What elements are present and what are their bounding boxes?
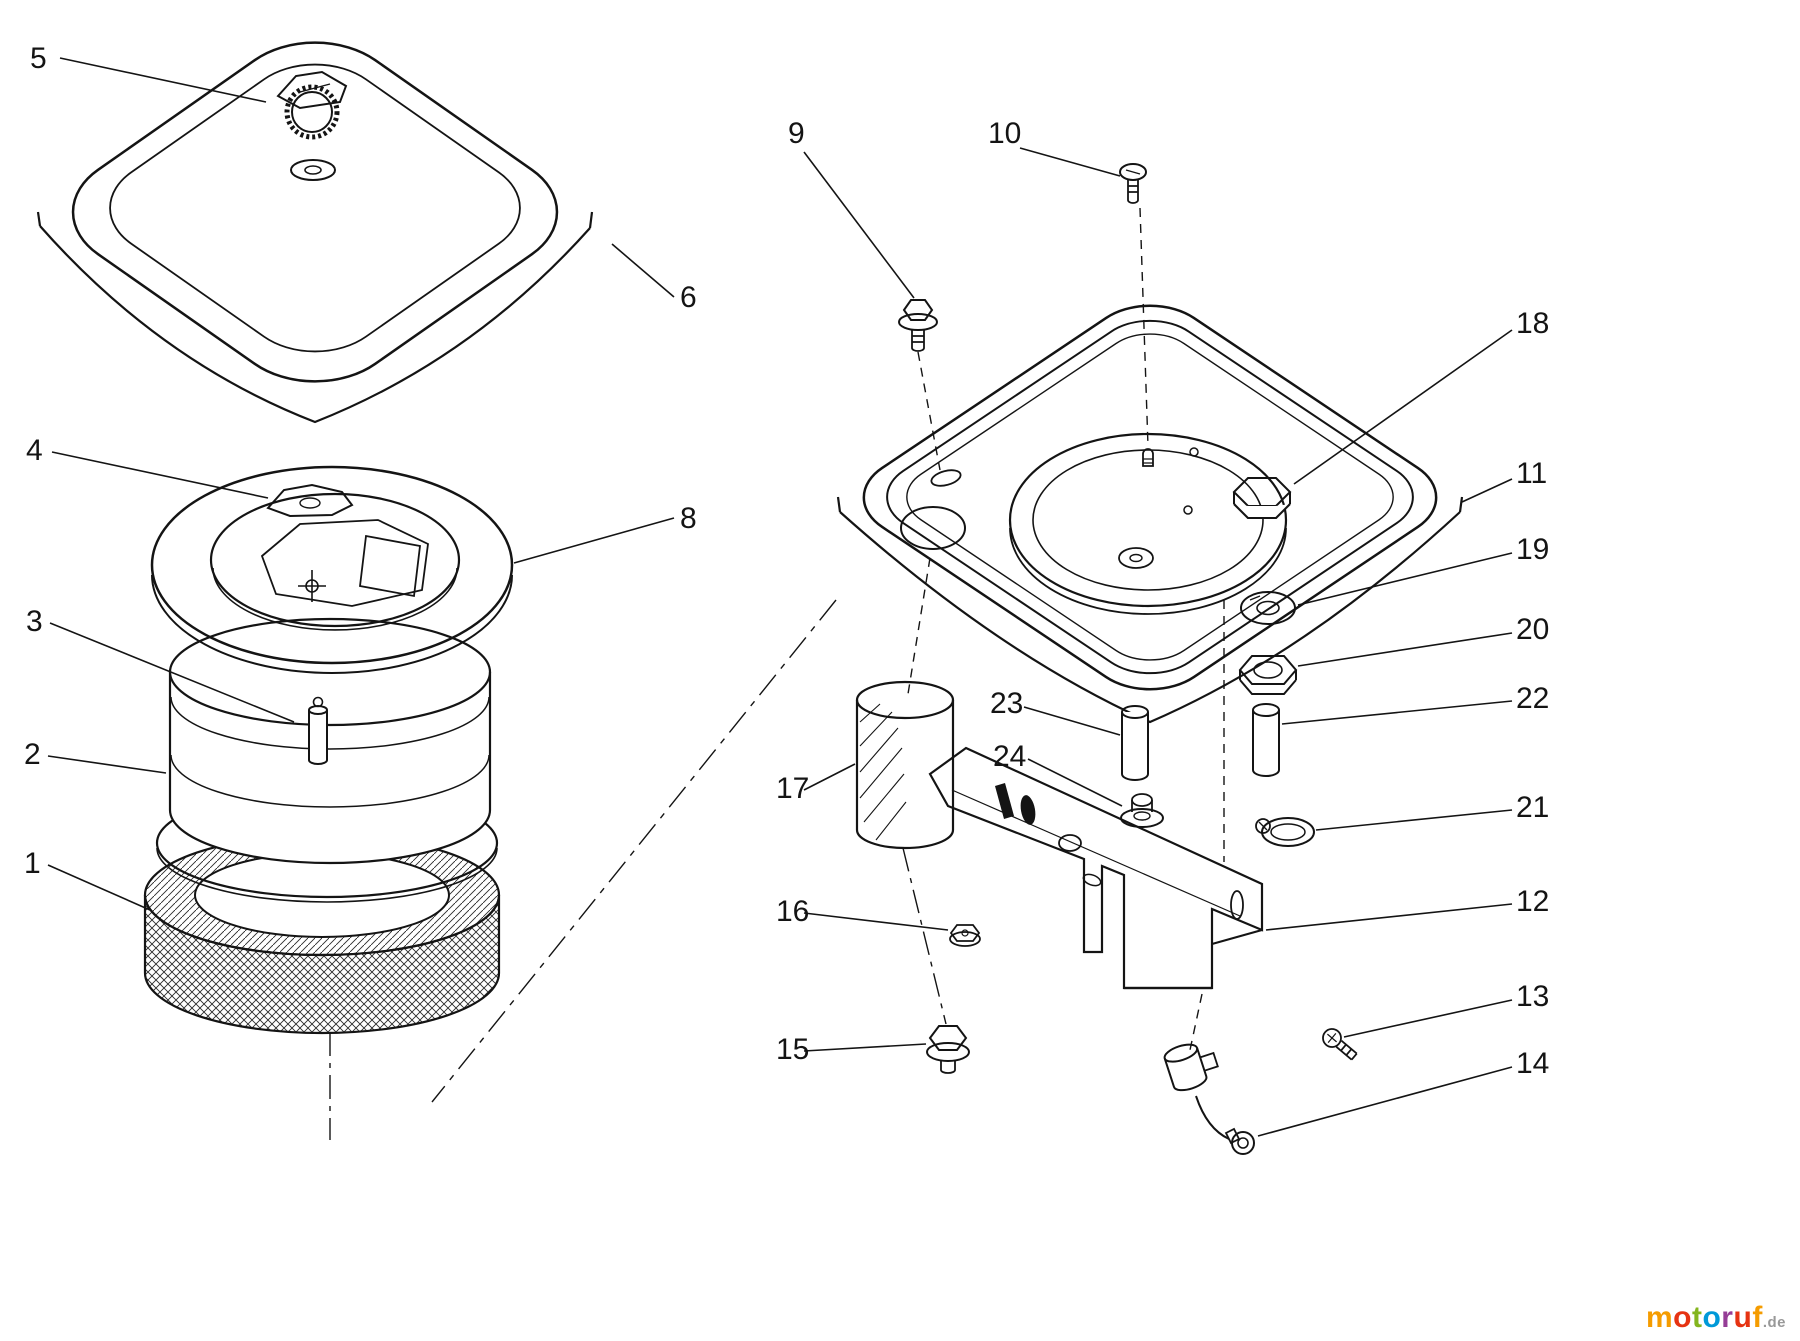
mounting-bracket-12 bbox=[928, 746, 1264, 990]
callout-13: 13 bbox=[1516, 980, 1549, 1013]
callout-8: 8 bbox=[680, 502, 697, 535]
callout-19: 19 bbox=[1516, 533, 1549, 566]
callout-17: 17 bbox=[776, 772, 809, 805]
foam-sleeve-17 bbox=[855, 680, 955, 850]
bolt-15 bbox=[926, 1025, 970, 1074]
callout-10: 10 bbox=[988, 117, 1021, 150]
threaded-stud bbox=[1142, 448, 1154, 467]
retainer-pin bbox=[308, 696, 328, 765]
foam-element bbox=[168, 617, 492, 865]
callout-22: 22 bbox=[1516, 682, 1549, 715]
watermark-letter: o bbox=[1702, 1301, 1722, 1334]
interlock-connector bbox=[1163, 1043, 1230, 1140]
cover-knob bbox=[276, 70, 348, 140]
callout-16: 16 bbox=[776, 895, 809, 928]
watermark-suffix: .de bbox=[1762, 1314, 1786, 1331]
nut-16 bbox=[949, 924, 981, 947]
watermark-letter: f bbox=[1752, 1301, 1763, 1334]
callout-14: 14 bbox=[1516, 1047, 1549, 1080]
ring-terminal-14 bbox=[1224, 1127, 1255, 1155]
filter-cover-ring bbox=[150, 465, 514, 674]
tube-22 bbox=[1252, 703, 1280, 777]
callout-labels: 5 6 4 3 2 1 8 9 10 18 11 19 20 22 23 24 … bbox=[24, 42, 1549, 1080]
callout-20: 20 bbox=[1516, 613, 1549, 646]
knob-washer bbox=[290, 159, 336, 181]
callout-11: 11 bbox=[1516, 457, 1547, 490]
callout-24: 24 bbox=[993, 740, 1026, 773]
callout-12: 12 bbox=[1516, 885, 1549, 918]
callout-3: 3 bbox=[26, 605, 43, 638]
callout-21: 21 bbox=[1516, 791, 1549, 824]
wing-nut bbox=[266, 483, 354, 518]
callout-1: 1 bbox=[24, 847, 41, 880]
leader-lines bbox=[47, 57, 1513, 1137]
screen-element bbox=[143, 833, 501, 1035]
callout-4: 4 bbox=[26, 434, 43, 467]
watermark-letter: m bbox=[1645, 1301, 1674, 1334]
callout-5: 5 bbox=[30, 42, 47, 75]
watermark-letter: o bbox=[1673, 1301, 1692, 1334]
washer-19 bbox=[1240, 591, 1296, 625]
air-cleaner-cover bbox=[36, 18, 594, 424]
callout-9: 9 bbox=[788, 117, 805, 150]
callout-18: 18 bbox=[1516, 307, 1549, 340]
callout-6: 6 bbox=[680, 281, 697, 314]
air-cleaner-base bbox=[836, 289, 1464, 724]
tube-23 bbox=[1121, 705, 1149, 781]
bolt-9 bbox=[898, 299, 938, 352]
callout-15: 15 bbox=[776, 1033, 809, 1066]
nut-20 bbox=[1238, 655, 1298, 695]
screw-13 bbox=[1322, 1028, 1358, 1061]
watermark-logo: motoruf.de bbox=[1646, 1301, 1786, 1335]
callout-2: 2 bbox=[24, 738, 41, 771]
watermark-letter: u bbox=[1733, 1301, 1753, 1334]
screw-10 bbox=[1119, 163, 1147, 204]
center-lines bbox=[329, 207, 1225, 1140]
clamp-21 bbox=[1255, 817, 1315, 847]
watermark-letter: r bbox=[1721, 1301, 1734, 1334]
callout-23: 23 bbox=[990, 687, 1023, 720]
hex-nut-18 bbox=[1232, 477, 1292, 519]
screw-24 bbox=[1120, 793, 1164, 828]
watermark-letter: t bbox=[1691, 1301, 1703, 1334]
